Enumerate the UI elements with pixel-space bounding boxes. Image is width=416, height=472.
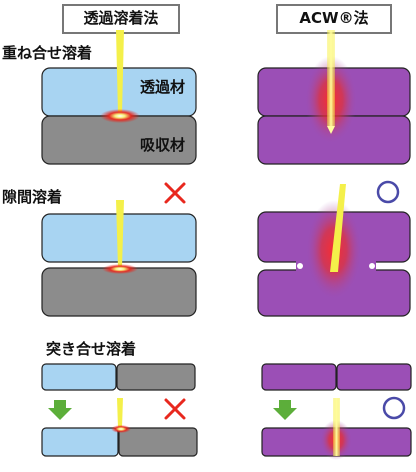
row-label-lap-welding: 重ね合せ溶着	[2, 44, 93, 62]
circle-mark-icon	[376, 180, 400, 204]
transmissive-material-label: 透過材	[140, 78, 186, 96]
lap-laser-beam	[116, 30, 124, 114]
gap-absorbent-plate	[41, 267, 197, 317]
butt-acw-laser-beam	[333, 398, 340, 456]
butt-absorbent-plate-before	[116, 363, 196, 391]
lap-acw-laser-beam	[327, 30, 335, 126]
butt-acw-left-plate-before	[261, 363, 337, 391]
gap-acw-laser-beam	[330, 184, 346, 272]
butt-weld-spot	[111, 425, 131, 433]
butt-absorbent-plate-after	[118, 427, 198, 457]
row-label-butt-welding: 突き合せ溶着	[46, 340, 137, 358]
gap-weld-spot	[102, 264, 138, 274]
cross-mark-icon	[164, 182, 186, 204]
absorbent-material-label: 吸収材	[140, 136, 186, 154]
butt-acw-right-plate-before	[336, 363, 412, 391]
butt-laser-beam	[117, 398, 123, 428]
butt-transmissive-plate-after	[41, 427, 119, 457]
down-arrow-icon	[273, 400, 297, 420]
down-arrow-icon	[48, 400, 72, 420]
butt-transmissive-plate-before	[41, 363, 117, 391]
cross-mark-icon	[164, 398, 186, 420]
row-label-gap-welding: 隙間溶着	[2, 188, 63, 206]
left-method-title: 透過溶着法	[62, 4, 180, 34]
gap-laser-beam	[116, 200, 124, 268]
lap-weld-spot	[100, 109, 140, 123]
circle-mark-icon	[382, 396, 406, 420]
